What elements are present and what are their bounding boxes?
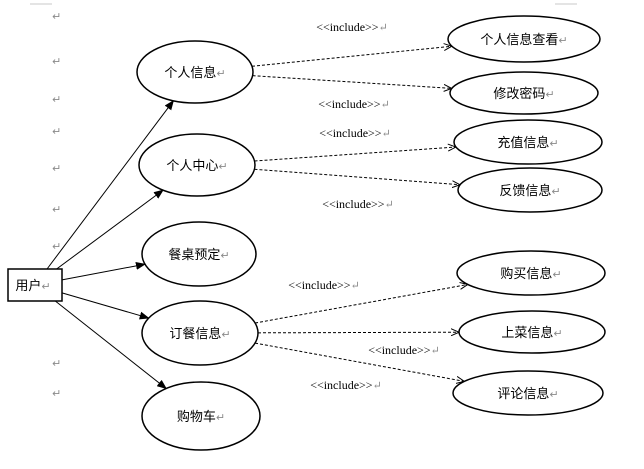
use-case-label-order-info: 订餐信息↵: [169, 326, 230, 342]
association-line-table-booking: [61, 261, 146, 281]
include-line-view-personal-info: [251, 46, 452, 67]
use-case-personal-info: [136, 40, 254, 104]
association-line-personal-info: [46, 99, 174, 270]
association-line-shopping-cart: [54, 300, 167, 390]
include-label: <<include>>↵: [322, 197, 394, 211]
use-case-view-personal-info: [447, 15, 601, 63]
use-case-label-table-booking: 餐桌预定↵: [168, 247, 229, 263]
association-line-personal-center: [56, 189, 164, 270]
use-case-serve-dish-info: [458, 310, 606, 354]
paragraph-mark: ↵: [52, 203, 61, 216]
include-label: <<include>>↵: [310, 378, 382, 392]
use-case-review-info: [452, 370, 604, 416]
include-label: <<include>>↵: [368, 343, 440, 357]
actor-box-user: [7, 268, 63, 302]
paragraph-mark: ↵: [52, 357, 61, 370]
use-case-label-feedback-info: 反馈信息↵: [499, 183, 560, 199]
diagram-nodes: 用户↵ 个人信息↵ 个人中心↵ 餐桌预定↵ 订餐信息↵ 购物车↵ 个人信息查看↵ 修改密码↵ 充…: [7, 15, 606, 451]
association-line-order-info: [61, 292, 150, 320]
paragraph-mark: ↵: [52, 93, 61, 106]
include-line-feedback-info: [254, 168, 460, 184]
include-line-recharge-info: [254, 147, 456, 162]
paragraph-mark: ↵: [52, 162, 61, 175]
include-label: <<include>>↵: [319, 126, 391, 140]
include-label: <<include>>↵: [318, 97, 390, 111]
include-labels: <<include>>↵ <<include>>↵ <<include>>↵ <<in…: [288, 20, 440, 392]
use-case-shopping-cart: [141, 381, 261, 451]
use-case-personal-center: [138, 133, 256, 197]
actor-label: 用户↵: [15, 278, 50, 294]
use-case-change-password: [449, 71, 599, 115]
include-label: <<include>>↵: [288, 278, 360, 292]
use-case-label-serve-dish-info: 上菜信息↵: [501, 325, 562, 341]
diagram-edges: [46, 46, 468, 390]
include-line-change-password: [252, 75, 452, 89]
include-label: <<include>>↵: [316, 20, 388, 34]
include-line-serve-dish-info: [257, 332, 459, 333]
use-case-label-personal-center: 个人中心↵: [166, 159, 227, 174]
use-case-label-shopping-cart: 购物车↵: [177, 409, 225, 425]
paragraph-mark: ↵: [52, 55, 61, 68]
use-case-label-recharge-info: 充值信息↵: [497, 135, 558, 151]
paragraph-mark: ↵: [52, 387, 61, 400]
use-case-table-booking: [141, 221, 257, 287]
use-case-feedback-info: [457, 167, 603, 213]
paragraph-mark-column: ↵ ↵ ↵ ↵ ↵ ↵ ↵ ↵ ↵: [52, 10, 61, 400]
paragraph-mark: ↵: [52, 125, 61, 138]
include-line-review-info: [254, 342, 464, 381]
paragraph-mark: ↵: [52, 10, 61, 23]
use-case-label-purchase-info: 购买信息↵: [500, 266, 561, 282]
use-case-order-info: [141, 300, 259, 366]
use-case-recharge-info: [453, 119, 603, 165]
use-case-label-change-password: 修改密码↵: [493, 86, 554, 102]
include-line-purchase-info: [255, 284, 468, 324]
use-case-label-view-personal-info: 个人信息查看↵: [480, 32, 567, 48]
paragraph-mark: ↵: [52, 240, 61, 253]
use-case-label-review-info: 评论信息↵: [497, 386, 558, 402]
use-case-label-personal-info: 个人信息↵: [164, 65, 225, 81]
use-case-purchase-info: [456, 250, 606, 296]
